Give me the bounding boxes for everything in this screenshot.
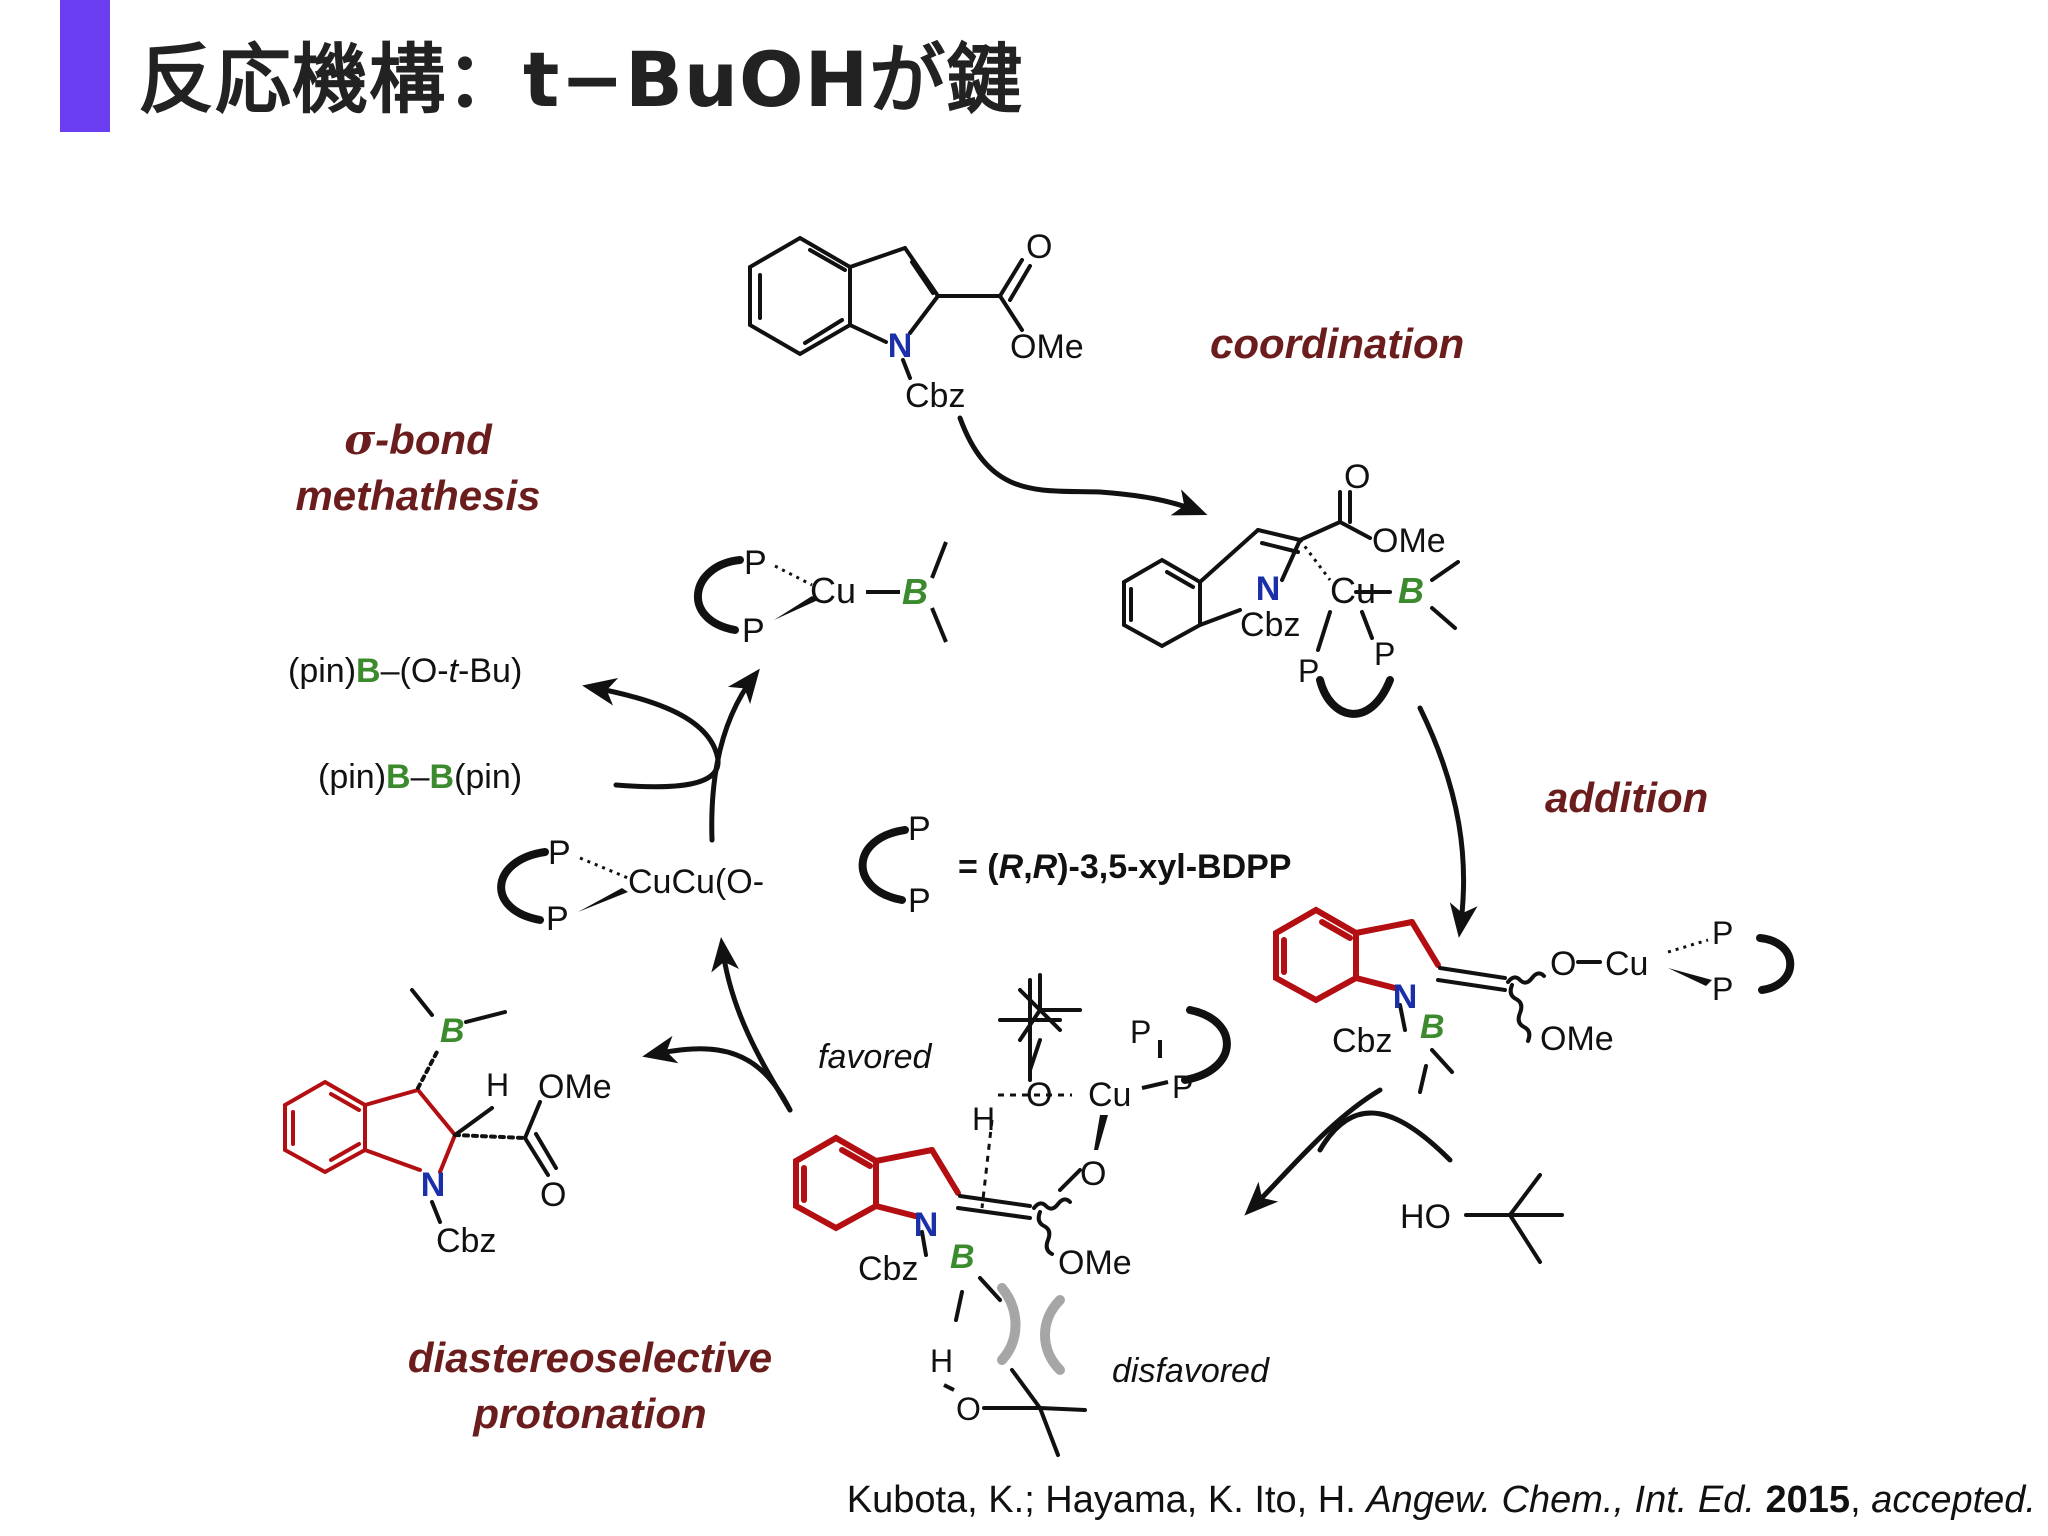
citation: Kubota, K.; Hayama, K. Ito, H. Angew. Ch… xyxy=(846,1479,2036,1521)
svg-text:N: N xyxy=(914,1206,939,1244)
tert-butanol-reagent: HO xyxy=(1400,1173,1564,1264)
svg-text:O: O xyxy=(1080,1155,1106,1193)
coordinated-complex xyxy=(1122,490,1460,652)
arrow-addition xyxy=(1417,705,1478,938)
svg-text:Cbz: Cbz xyxy=(436,1222,496,1260)
svg-text:N: N xyxy=(421,1166,446,1204)
ligand-arc xyxy=(1316,676,1394,718)
svg-text:O: O xyxy=(540,1176,566,1214)
svg-text:O: O xyxy=(1026,1076,1052,1114)
svg-text:P: P xyxy=(908,810,931,848)
svg-text:(pin)B–(O-t-Bu): (pin)B–(O-t-Bu) xyxy=(288,652,522,690)
svg-text:Cu: Cu xyxy=(1330,570,1376,611)
svg-text:P: P xyxy=(908,882,931,920)
b2pin2-reagent: (pin)B–B(pin) xyxy=(318,758,522,796)
svg-text:B: B xyxy=(1420,1008,1445,1046)
svg-text:O: O xyxy=(956,1391,981,1427)
title-accent-bar xyxy=(60,0,110,132)
svg-text:(pin)B–B(pin): (pin)B–B(pin) xyxy=(318,758,522,796)
step-label-coordination: coordination xyxy=(1210,320,1464,367)
svg-text:P: P xyxy=(742,612,765,650)
svg-text:Cu: Cu xyxy=(1605,945,1648,983)
svg-text:OMe: OMe xyxy=(538,1068,612,1106)
step-label-diastereoselective: diastereoselective xyxy=(408,1334,772,1381)
svg-text:P: P xyxy=(548,834,571,872)
svg-text:HO: HO xyxy=(1400,1198,1451,1236)
svg-text:N: N xyxy=(888,327,913,365)
svg-text:O: O xyxy=(1026,228,1052,266)
copper-enolate-intermediate: N O Cu P P Cbz B OMe xyxy=(1273,906,1795,1094)
svg-text:H: H xyxy=(972,1101,995,1137)
svg-text:Cbz: Cbz xyxy=(1332,1022,1392,1060)
svg-text:Cbz: Cbz xyxy=(1240,606,1300,644)
svg-text:P: P xyxy=(1712,915,1733,951)
svg-text:N: N xyxy=(1393,978,1418,1016)
cu-boryl-catalyst: P P Cu B xyxy=(693,541,948,650)
svg-text:B: B xyxy=(950,1238,975,1276)
svg-text:P: P xyxy=(546,900,569,938)
svg-text:N: N xyxy=(1256,570,1281,608)
svg-text:OMe: OMe xyxy=(1372,522,1446,560)
step-label-sigma-bond: σ-bond xyxy=(344,415,493,464)
svg-text:Cbz: Cbz xyxy=(905,377,965,415)
svg-text:Cbz: Cbz xyxy=(858,1250,918,1288)
borate-byproduct: (pin)B–(O-t-Bu) xyxy=(288,652,522,690)
indoline-product: B H OMe O N Cbz xyxy=(283,988,612,1260)
svg-text:CuCu(O-: CuCu(O- xyxy=(628,863,764,901)
arrow-tbuoh-in xyxy=(1317,1110,1453,1163)
svg-text:OMe: OMe xyxy=(1010,328,1084,366)
svg-text:P: P xyxy=(1130,1014,1151,1050)
svg-text:OMe: OMe xyxy=(1058,1244,1132,1282)
svg-text:OMe: OMe xyxy=(1540,1020,1614,1058)
arrow-borate-out xyxy=(582,677,721,763)
svg-text:P: P xyxy=(1374,636,1395,672)
arrow-product-release xyxy=(642,1035,793,1113)
svg-text:P: P xyxy=(1172,1069,1193,1105)
svg-text:Cu: Cu xyxy=(810,570,856,611)
svg-text:= (R,R)-3,5-xyl-BDPP: = (R,R)-3,5-xyl-BDPP xyxy=(958,848,1291,886)
svg-text:P: P xyxy=(744,544,767,582)
cu-alkoxide-complex: P P CuCu(O- xyxy=(497,834,764,938)
step-label-methathesis: methathesis xyxy=(295,472,540,519)
disfavored-label: disfavored xyxy=(1112,1352,1270,1390)
svg-text:H: H xyxy=(486,1067,509,1103)
favored-label: favored xyxy=(818,1038,932,1076)
ligand-legend: P P = (R,R)-3,5-xyl-BDPP xyxy=(858,810,1291,920)
indole-substrate xyxy=(748,235,1032,380)
arrow-sigma-bond xyxy=(709,668,760,843)
svg-text:B: B xyxy=(1398,570,1424,611)
arrow-protonation xyxy=(711,937,793,1113)
svg-text:Cu: Cu xyxy=(1088,1076,1131,1114)
step-label-protonation: protonation xyxy=(472,1390,706,1437)
svg-text:O: O xyxy=(1344,458,1370,496)
arrow-alkoxide-entry xyxy=(1244,1087,1383,1216)
svg-text:O: O xyxy=(1550,945,1576,983)
svg-text:B: B xyxy=(440,1012,465,1050)
svg-text:H: H xyxy=(930,1343,953,1379)
arrow-b2pin2-in xyxy=(613,757,721,790)
arrow-coordination xyxy=(957,415,1208,516)
protonation-transition-state: O Cu P P H O xyxy=(793,973,1270,1457)
svg-text:P: P xyxy=(1298,653,1319,689)
step-label-addition: addition xyxy=(1545,774,1708,821)
svg-text:P: P xyxy=(1712,971,1733,1007)
slide-title: 反応機構：t−BuOHが鍵 xyxy=(138,35,1024,124)
svg-text:B: B xyxy=(902,571,928,612)
